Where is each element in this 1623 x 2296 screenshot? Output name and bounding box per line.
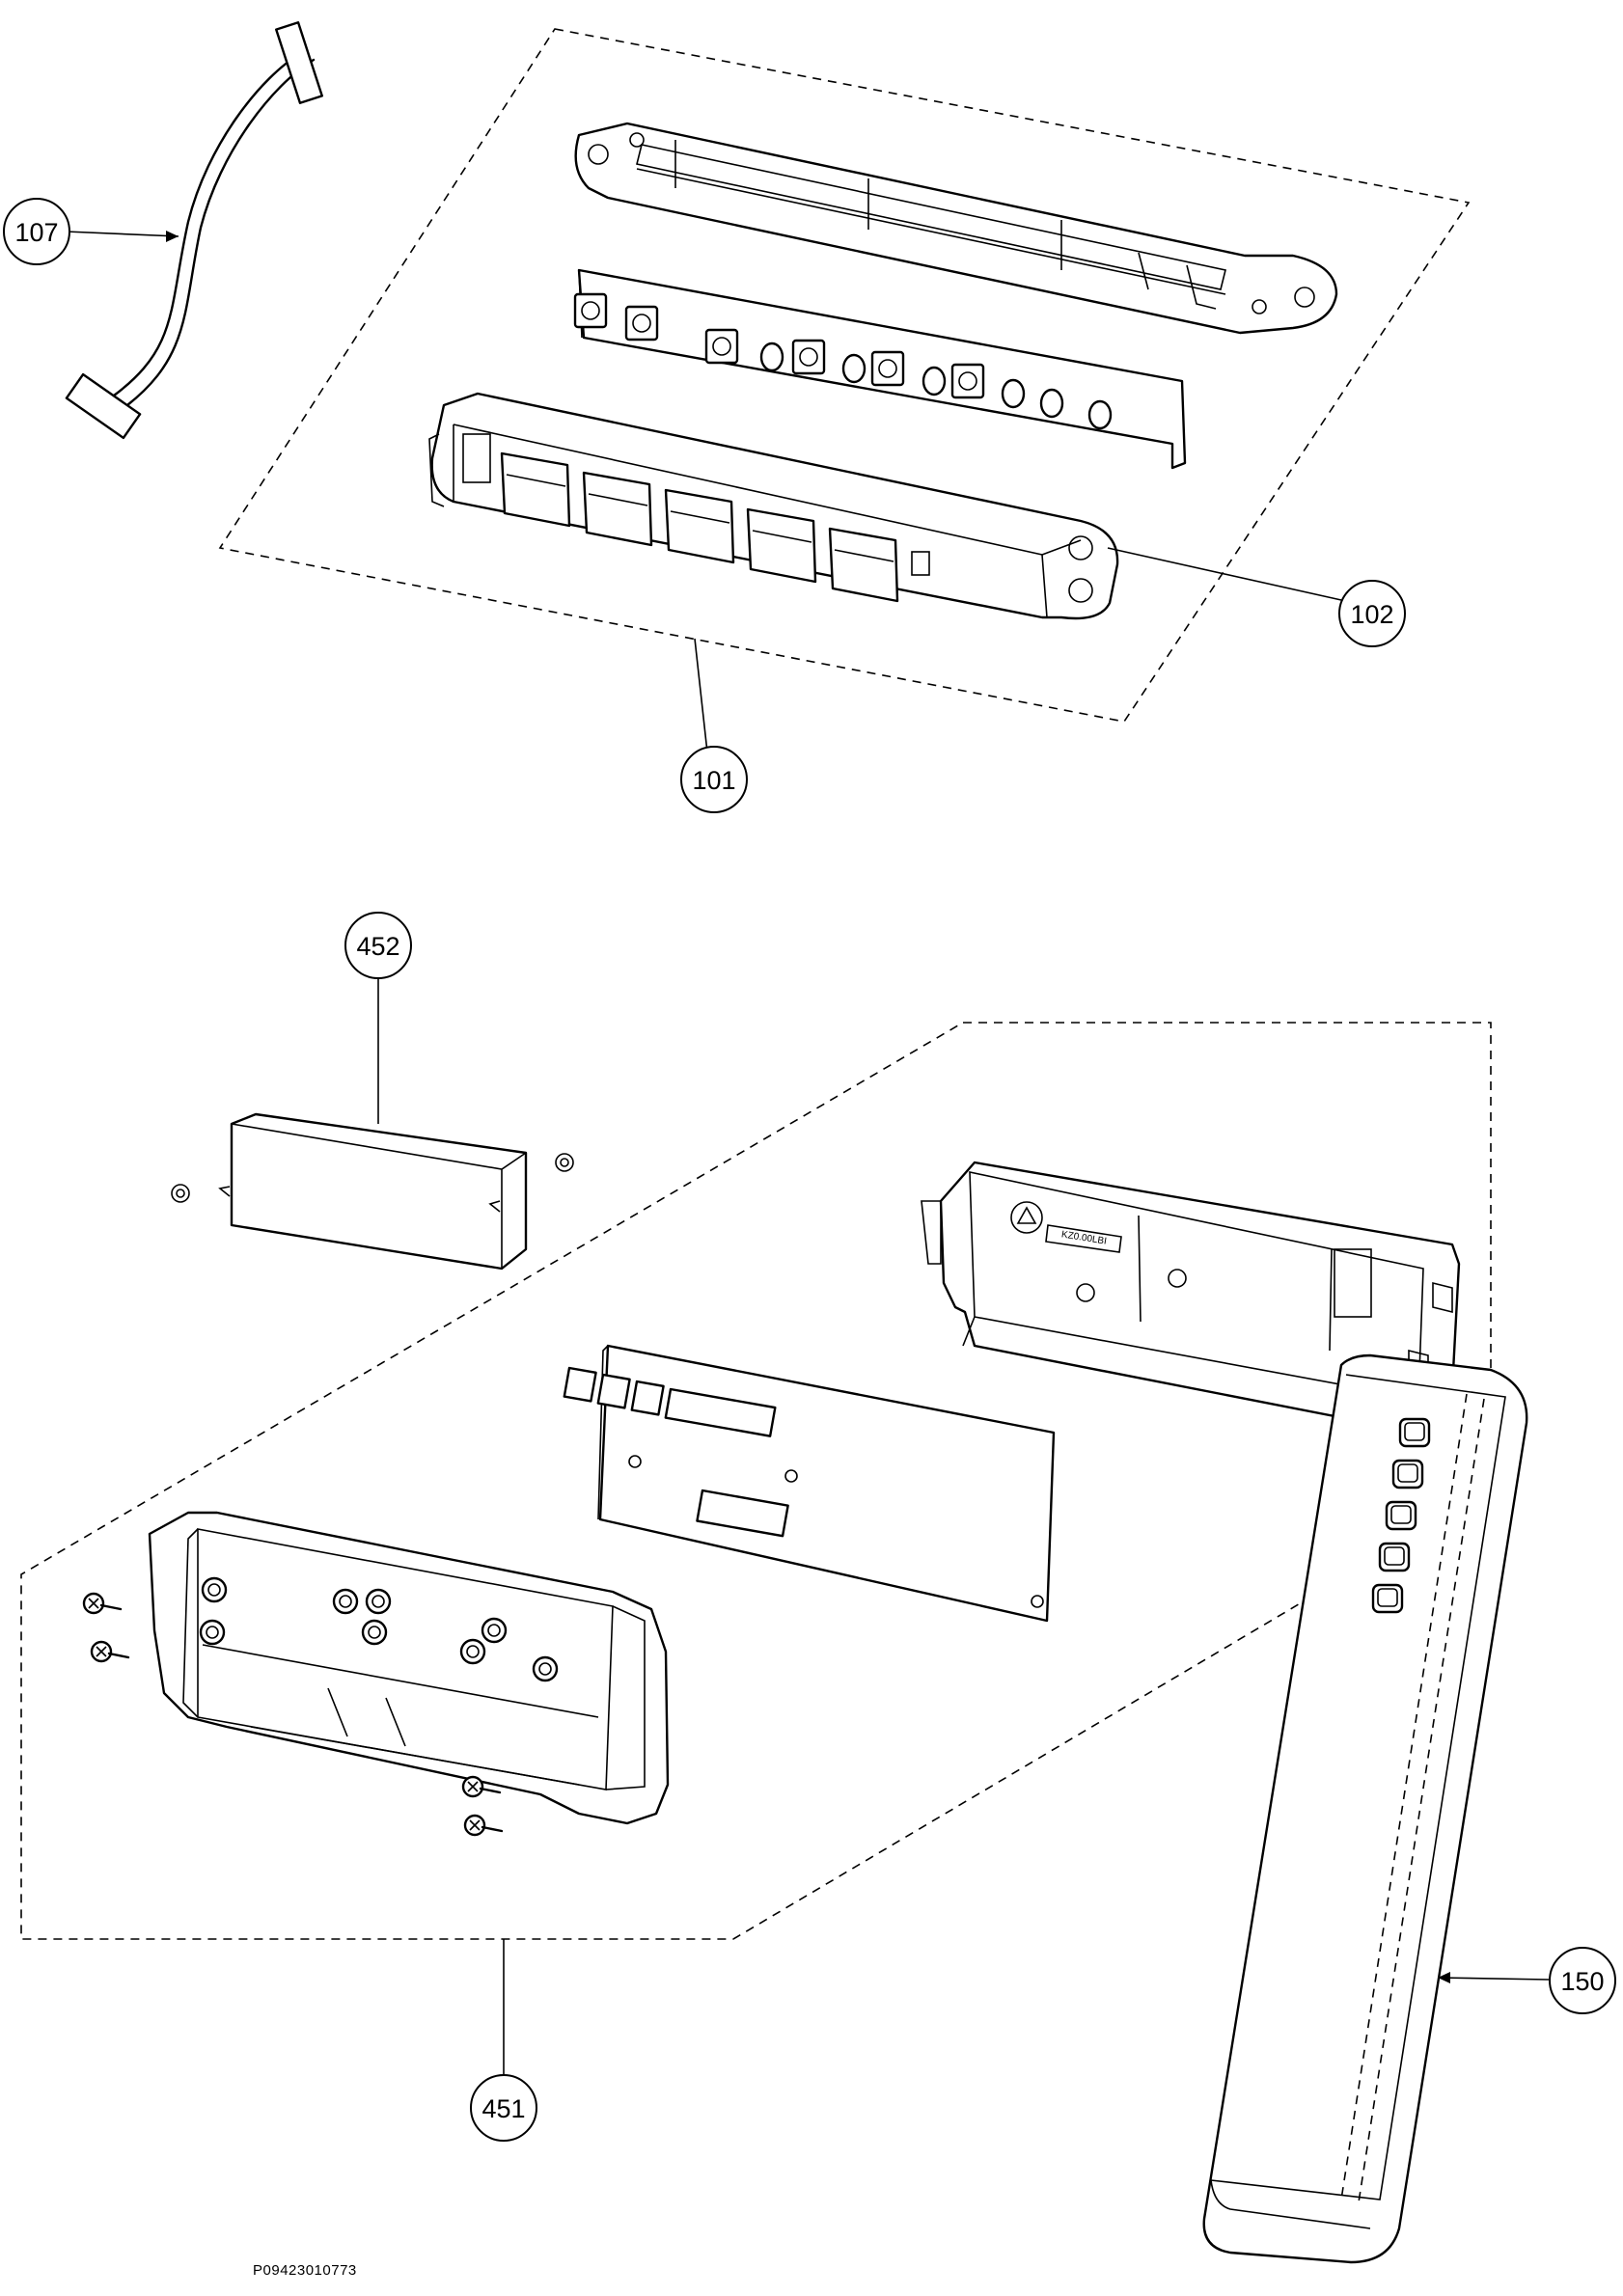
svg-text:107: 107 — [14, 218, 58, 247]
pcb-tact-switch — [870, 350, 905, 387]
panel-key — [664, 488, 735, 564]
pcb-tact-switch — [704, 328, 739, 365]
cover-bosses — [199, 1576, 559, 1682]
pcb-switch-cap — [581, 301, 600, 320]
screw-shank — [481, 1825, 504, 1833]
svg-text:101: 101 — [692, 766, 735, 795]
cover-boss — [459, 1638, 486, 1665]
panel-key-edge — [752, 530, 812, 543]
cover-boss-hole — [487, 1624, 501, 1637]
screw-slot — [96, 1646, 107, 1657]
remote-button-top — [1377, 1588, 1398, 1607]
remote-button-top — [1384, 1546, 1405, 1566]
panel-key — [828, 527, 899, 603]
svg-text:451: 451 — [481, 2094, 525, 2123]
pcb-buttons — [573, 292, 1113, 430]
wire-harness-icon — [65, 21, 323, 440]
remote-button-top — [1390, 1505, 1412, 1524]
callout-451: 451 — [470, 2074, 537, 2142]
pcb-connector — [664, 1387, 777, 1437]
cover-boss — [361, 1619, 388, 1646]
main-pcb-icon — [563, 1344, 1056, 1623]
svg-text:102: 102 — [1350, 600, 1393, 629]
screw-slot — [469, 1819, 481, 1831]
cover-boss-hole — [368, 1626, 381, 1639]
pcb-connector — [596, 1373, 631, 1409]
cover-boss-hole — [466, 1645, 480, 1658]
leader-107 — [65, 231, 179, 237]
cover-boss-hole — [371, 1595, 385, 1608]
pcb-switch-cap — [712, 337, 731, 356]
drawing-code: P09423010773 — [253, 2262, 357, 2279]
svg-text:150: 150 — [1560, 1967, 1604, 1996]
leader-150 — [1437, 1977, 1550, 1981]
pcb-connectors — [563, 1366, 789, 1538]
screw-shank — [479, 1787, 502, 1794]
callout-102: 102 — [1338, 580, 1406, 647]
leader-102 — [1107, 547, 1342, 601]
assembly-101-boundary — [218, 28, 1471, 723]
panel-key — [500, 451, 571, 528]
panel-key — [582, 471, 653, 547]
pcb-tact-switch — [573, 292, 608, 329]
screw-slot — [467, 1781, 479, 1792]
remote-button-top — [1404, 1422, 1425, 1441]
panel-key — [746, 507, 817, 584]
callout-107: 107 — [3, 198, 70, 265]
button-panel-icon — [428, 392, 1119, 620]
pcb-switch-cap — [799, 347, 818, 367]
pcb-switch-cap — [958, 371, 977, 391]
pcb-switch-cap — [878, 359, 897, 378]
cover-boss — [481, 1617, 508, 1644]
pcb-tact-switch — [950, 363, 985, 399]
pcb-tact-switch — [624, 305, 659, 342]
screw-slot — [88, 1598, 99, 1609]
pcb-tact-switch — [791, 339, 826, 375]
callout-452: 452 — [344, 912, 412, 979]
cover-boss — [365, 1588, 392, 1615]
front-cover-icon — [148, 1511, 670, 1825]
screw-shank — [107, 1652, 130, 1659]
panel-key-edge — [834, 549, 894, 562]
cover-boss-hole — [206, 1626, 219, 1639]
screw-shank — [99, 1603, 123, 1611]
pcb-led — [922, 366, 947, 396]
cover-boss-hole — [207, 1583, 221, 1597]
panel-keys — [500, 451, 899, 603]
svg-text:452: 452 — [356, 932, 399, 961]
pcb-switch-cap — [632, 314, 651, 333]
pcb-led — [841, 353, 867, 384]
cover-boss-hole — [538, 1662, 552, 1676]
screw-icons — [82, 1592, 504, 1837]
pcb-led — [1087, 399, 1113, 430]
remote-button-top — [1397, 1463, 1418, 1483]
power-module-icon — [171, 1112, 574, 1271]
pcb-led — [759, 342, 784, 372]
pcb-connector — [630, 1380, 665, 1416]
assembly-451-boundary — [20, 1022, 1492, 1940]
remote-buttons — [1371, 1417, 1431, 1614]
cover-boss-hole — [339, 1595, 352, 1608]
control-frame-icon — [574, 122, 1338, 335]
cover-boss — [532, 1655, 559, 1682]
button-pcb-icon — [573, 268, 1187, 470]
pcb-led — [1039, 388, 1064, 419]
panel-key-edge — [670, 510, 730, 524]
pcb-connector — [563, 1366, 597, 1403]
pcb-led — [1001, 378, 1026, 409]
cover-boss — [332, 1588, 359, 1615]
callout-150: 150 — [1549, 1947, 1616, 2014]
cover-boss — [199, 1619, 226, 1646]
callout-101: 101 — [680, 746, 748, 813]
panel-key-edge — [506, 474, 566, 487]
panel-key-edge — [588, 493, 648, 506]
cover-boss — [201, 1576, 228, 1603]
pcb-connector — [696, 1489, 789, 1538]
remote-control-icon — [1202, 1353, 1528, 2264]
